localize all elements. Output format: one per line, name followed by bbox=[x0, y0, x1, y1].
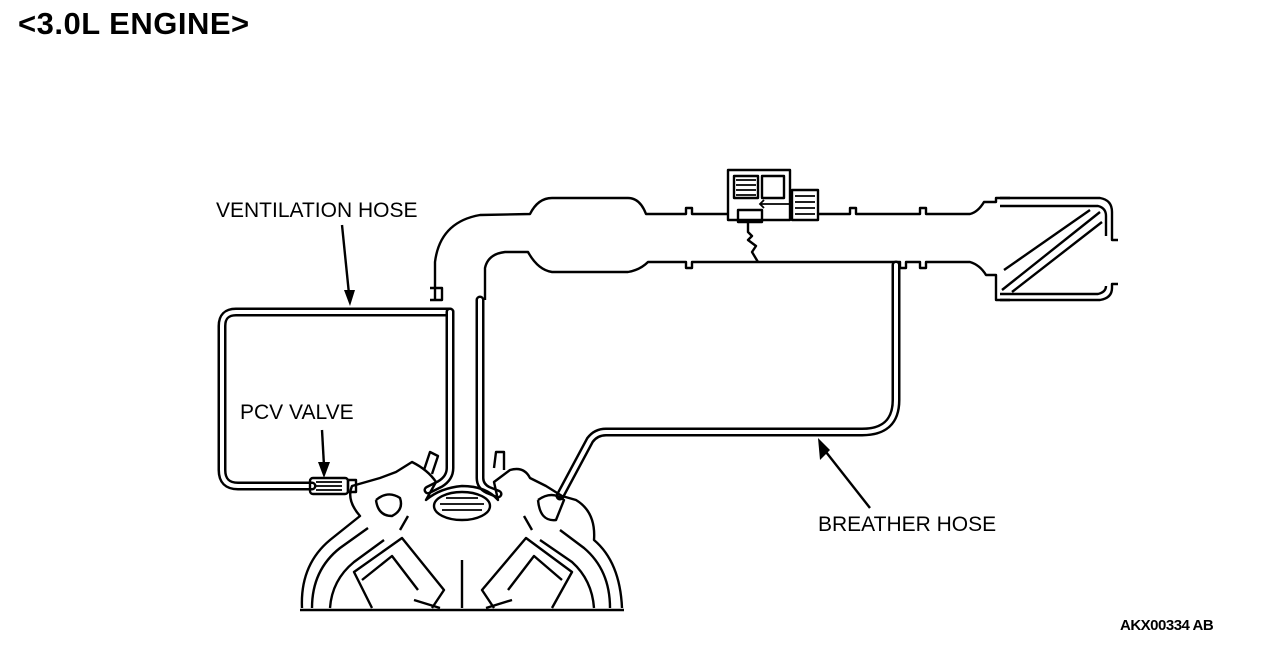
breather-hose bbox=[475, 260, 901, 501]
intake-duct bbox=[430, 196, 1010, 302]
ventilation-hose bbox=[217, 307, 455, 495]
diagram-title: <3.0L ENGINE> bbox=[18, 6, 250, 41]
pcv-valve-label: PCV VALVE bbox=[240, 401, 354, 424]
airflow-sensor bbox=[726, 168, 820, 263]
engine-block bbox=[300, 450, 624, 612]
air-cleaner bbox=[1000, 196, 1118, 302]
figure-code: AKX00334 AB bbox=[1120, 617, 1214, 634]
breather-hose-label: BREATHER HOSE bbox=[818, 513, 997, 536]
ventilation-hose-label: VENTILATION HOSE bbox=[216, 199, 418, 222]
leader-arrows bbox=[318, 224, 871, 509]
pcv-valve bbox=[308, 476, 358, 496]
